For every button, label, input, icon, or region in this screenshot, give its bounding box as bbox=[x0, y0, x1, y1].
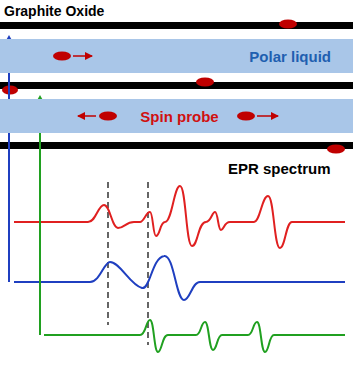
liquid-band: Spin probe bbox=[0, 99, 353, 133]
guide-line bbox=[107, 182, 108, 325]
red-spectrum bbox=[14, 186, 345, 248]
spin-probe-dot bbox=[99, 112, 117, 121]
motion-arrow bbox=[78, 115, 96, 117]
liquid-band: Polar liquid bbox=[0, 39, 353, 73]
spin-probe-dot bbox=[196, 78, 214, 87]
blue-spectrum bbox=[14, 256, 345, 300]
spin-probe-dot bbox=[279, 20, 297, 29]
green-spectrum bbox=[44, 320, 345, 352]
section-label: EPR spectrum bbox=[228, 160, 331, 177]
band-label: Polar liquid bbox=[249, 48, 331, 65]
spin-probe-dot bbox=[53, 52, 71, 61]
spin-probe-dot bbox=[327, 145, 345, 154]
title: Graphite Oxide bbox=[4, 3, 104, 19]
band-label: Spin probe bbox=[140, 108, 218, 125]
motion-arrow bbox=[73, 55, 92, 57]
graphite-layer bbox=[0, 22, 353, 29]
graphite-layer bbox=[0, 142, 353, 149]
blue-arrow bbox=[8, 44, 10, 282]
spin-probe-dot bbox=[237, 112, 255, 121]
motion-arrow bbox=[257, 115, 278, 117]
graphite-layer bbox=[0, 82, 353, 89]
green-arrow bbox=[39, 104, 41, 335]
